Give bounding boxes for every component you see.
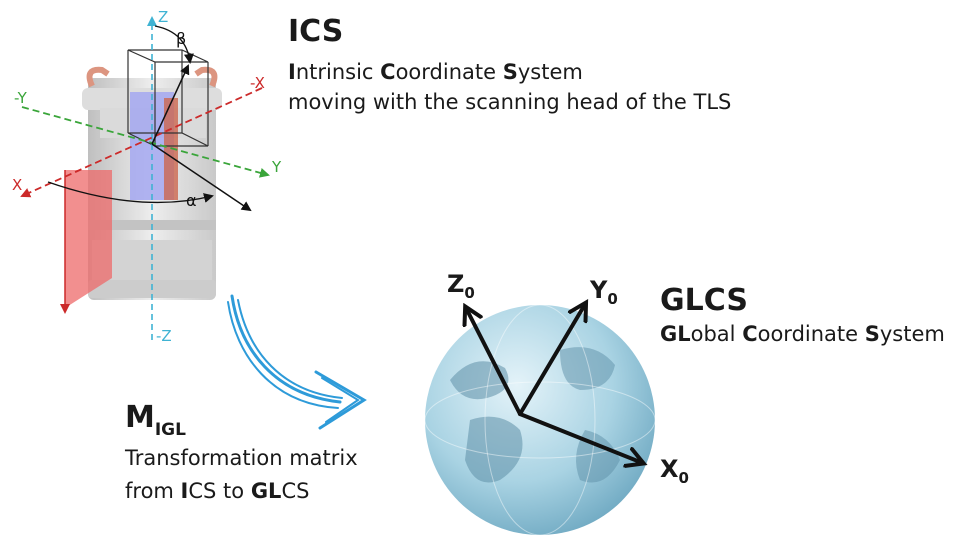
alpha-arc <box>47 181 214 204</box>
glcs-line1: GLobal Coordinate System <box>660 322 945 346</box>
transformation-arrow <box>227 294 367 430</box>
glcs-line1-run-1: obal <box>690 322 743 346</box>
head-wireframe <box>127 49 209 147</box>
migl-line2-run-0: from <box>125 479 181 503</box>
glcs-line1-run-5: ystem <box>879 322 945 346</box>
glcs-title: GLCS <box>660 283 748 318</box>
migl-line2-run-1: I <box>180 479 189 503</box>
beta-arc <box>154 25 194 64</box>
migl-title-main: M <box>125 400 155 435</box>
migl-line2-run-3: GL <box>250 479 282 503</box>
globe-x0-axis <box>518 412 640 462</box>
axis-label-neg-y: -Y <box>14 89 28 107</box>
axis-label-z: Z <box>158 8 168 26</box>
ics-line1-run-1: ntrinsic <box>295 60 381 84</box>
globe-label-y0-main: Y <box>590 276 608 304</box>
migl-line2-run-4: CS <box>281 479 310 503</box>
globe-label-x0: X0 <box>660 455 689 487</box>
glcs-line1-run-4: S <box>864 322 880 346</box>
axis-label-x: X <box>12 176 22 194</box>
ics-line1-run-5: ystem <box>517 60 583 84</box>
y-axis <box>21 106 270 178</box>
globe-label-x0-main: X <box>660 455 679 483</box>
globe-label-y0-sub: 0 <box>607 290 618 308</box>
globe-label-z0: Z0 <box>447 270 475 302</box>
glcs-line1-run-0: GL <box>660 322 691 346</box>
axis-label-neg-z: -Z <box>156 327 172 345</box>
globe-label-z0-main: Z <box>447 270 465 298</box>
scan-vector-proj <box>151 143 252 212</box>
migl-title-sub: IGL <box>154 420 186 440</box>
ics-line1-run-0: I <box>288 60 296 84</box>
ics-line1-run-3: oordinate <box>395 60 503 84</box>
migl-line2: from ICS to GLCS <box>125 479 309 503</box>
axis-label-y: Y <box>271 158 282 176</box>
ics-line2: moving with the scanning head of the TLS <box>288 90 732 114</box>
migl-line2-run-2: CS to <box>188 479 251 503</box>
axis-label-neg-x: -X <box>250 74 265 92</box>
globe-z0-axis <box>467 310 522 416</box>
scan-vector <box>151 64 190 145</box>
angle-label-beta: β <box>176 29 186 48</box>
globe-label-y0: Y0 <box>590 276 618 308</box>
globe-label-z0-sub: 0 <box>464 284 475 302</box>
glcs-line1-run-2: C <box>742 322 758 346</box>
ics-title: ICS <box>288 14 344 49</box>
ics-line1-run-4: S <box>502 60 518 84</box>
globe-y0-axis <box>518 306 584 416</box>
ics-line1: Intrinsic Coordinate System <box>288 60 583 84</box>
glcs-line1-run-3: oordinate <box>757 322 865 346</box>
migl-line1: Transformation matrix <box>125 446 358 470</box>
angle-label-alpha: α <box>186 191 197 210</box>
scan-plane <box>65 170 112 308</box>
migl-title: MIGL <box>125 400 186 440</box>
ics-line1-run-2: C <box>380 60 396 84</box>
globe-label-x0-sub: 0 <box>678 469 689 487</box>
globe-axes <box>467 306 640 462</box>
